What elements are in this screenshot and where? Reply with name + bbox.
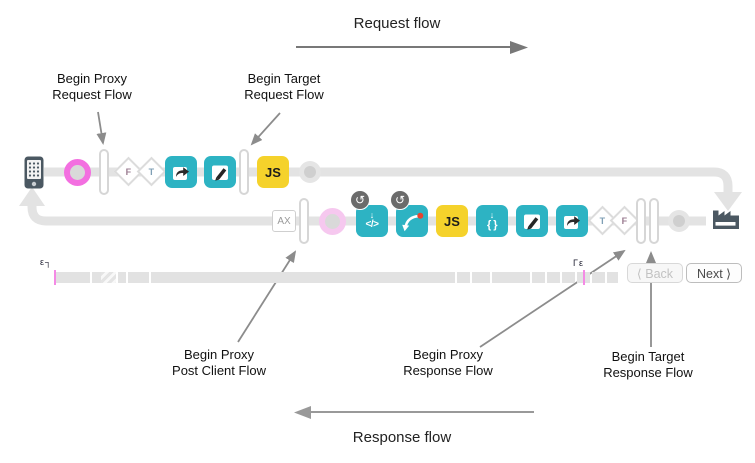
curved-arrow-icon (402, 212, 424, 232)
callout-policy-step[interactable] (396, 205, 428, 237)
response-end-step[interactable] (668, 210, 690, 232)
timeline-segment (492, 272, 530, 283)
condition-false-label: F (621, 215, 628, 226)
ax-label: AX (277, 215, 291, 227)
javascript-policy-step-request[interactable]: JS (257, 156, 289, 188)
timeline-right-epsilon-marker: Γε (573, 258, 584, 268)
target-factory-icon[interactable] (710, 202, 742, 237)
request-flow-title: Request flow (353, 15, 441, 32)
timeline-segment (457, 272, 470, 283)
replay-badge-icon[interactable]: ↺ (350, 190, 370, 210)
timeline-segment (562, 272, 575, 283)
javascript-policy-step-response[interactable]: JS (436, 205, 468, 237)
timeline-tick-end (583, 270, 585, 285)
pencil-note-icon (524, 214, 540, 230)
timeline-segment (547, 272, 560, 283)
response-flow-title: Response flow (352, 429, 452, 446)
annotation-begin-target-response: Begin Target Response Flow (603, 349, 693, 380)
timeline-left-epsilon-marker: ε┐ (40, 257, 53, 267)
timeline-segment (472, 272, 490, 283)
annotation-begin-proxy-response: Begin Proxy Response Flow (403, 347, 493, 378)
proxy-post-client-flow-marker[interactable] (299, 198, 309, 244)
condition-true-label: T (148, 166, 155, 177)
assign-message-policy-step[interactable] (165, 156, 197, 188)
back-button[interactable]: ⟨ Back (627, 263, 683, 283)
down-arrow-icon: ↓ (369, 210, 375, 220)
timeline-tick-start (54, 270, 56, 285)
post-client-pointer-arrow (237, 250, 297, 343)
share-note-icon (564, 216, 580, 229)
proxy-response-pointer-arrow (479, 249, 626, 348)
proxy-request-flow-marker[interactable] (99, 149, 109, 195)
proxy-response-flow-marker[interactable] (636, 198, 646, 244)
timeline-segment (607, 272, 618, 283)
timeline-segment (56, 272, 90, 283)
condition-false-label: F (125, 166, 132, 177)
assign-message-policy-step-response[interactable] (556, 205, 588, 237)
annotation-begin-proxy-post-client: Begin Proxy Post Client Flow (172, 347, 266, 378)
annotation-begin-target-request: Begin Target Request Flow (244, 71, 324, 102)
response-flow-arrowhead (294, 406, 311, 419)
response-pipe (27, 205, 706, 226)
timeline-segment (92, 272, 101, 283)
request-pipe (44, 167, 733, 194)
json-policy-step[interactable]: ↓ { } (476, 205, 508, 237)
request-pipe-arrowhead (714, 192, 742, 211)
timeline-segment (101, 272, 116, 283)
timeline-segment (118, 272, 126, 283)
edit-message-policy-step-response[interactable] (516, 205, 548, 237)
target-request-flow-marker[interactable] (239, 149, 249, 195)
js-label: JS (444, 213, 460, 229)
client-phone-icon[interactable] (24, 156, 44, 194)
response-start-step[interactable] (319, 208, 346, 235)
request-flow-arrowhead (510, 41, 528, 54)
js-label: JS (265, 164, 281, 180)
annotation-begin-proxy-request: Begin Proxy Request Flow (52, 71, 132, 102)
condition-true-label: T (599, 215, 606, 226)
next-button[interactable]: Next ⟩ (686, 263, 742, 283)
edit-message-policy-step[interactable] (204, 156, 236, 188)
timeline-segment (532, 272, 545, 283)
proxy-request-pointer-arrow (96, 111, 107, 145)
request-start-step[interactable] (64, 159, 91, 186)
response-pipe-arrowhead (19, 187, 45, 206)
extract-variables-policy-step[interactable]: ↓ </> (356, 205, 388, 237)
target-request-pointer-arrow (250, 112, 281, 146)
request-end-step[interactable] (299, 161, 321, 183)
braces-icon: { } (486, 219, 498, 231)
replay-glyph: ↺ (354, 193, 366, 207)
pencil-note-icon (212, 165, 228, 181)
timeline-bar[interactable] (56, 272, 618, 283)
analytics-step[interactable]: AX (272, 210, 296, 232)
share-note-icon (173, 167, 189, 180)
code-icon: </> (365, 219, 379, 230)
down-arrow-icon: ↓ (489, 210, 495, 220)
replay-badge-icon[interactable]: ↺ (390, 190, 410, 210)
replay-glyph: ↺ (394, 193, 406, 207)
target-response-flow-marker[interactable] (649, 198, 659, 244)
timeline-segment (128, 272, 149, 283)
timeline-segment (151, 272, 455, 283)
timeline-segment (592, 272, 605, 283)
